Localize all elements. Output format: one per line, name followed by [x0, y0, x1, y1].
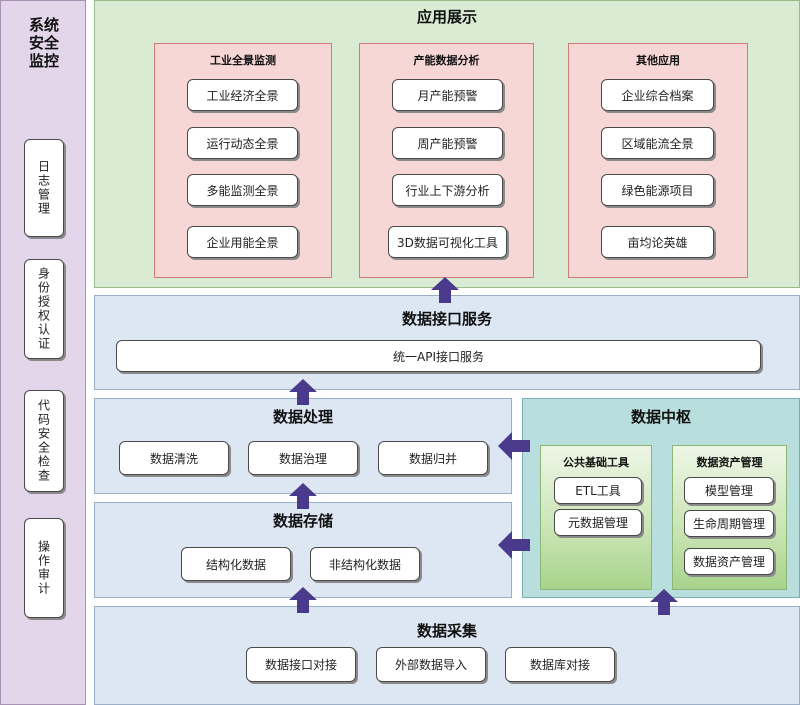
app-item-enterprise-archive[interactable]: 企业综合档案	[601, 79, 714, 111]
security-item-log[interactable]: 日志管理	[24, 139, 64, 237]
collection-layer-title: 数据采集	[416, 622, 477, 640]
hub-item-metadata[interactable]: 元数据管理	[554, 509, 642, 536]
security-item-label: 操作审计	[36, 540, 51, 596]
hub-item-asset-mgmt[interactable]: 数据资产管理	[684, 548, 774, 575]
hub-item-model-mgmt[interactable]: 模型管理	[684, 477, 774, 504]
storage-item-structured[interactable]: 结构化数据	[181, 547, 291, 581]
app-item-3d-visual[interactable]: 3D数据可视化工具	[388, 226, 507, 258]
collection-item-external-import[interactable]: 外部数据导入	[376, 647, 486, 682]
app-item-regional-flow[interactable]: 区域能流全景	[601, 127, 714, 159]
security-item-label: 身份授权认证	[36, 267, 51, 351]
security-title: 系统安全监控	[28, 16, 59, 70]
storage-item-unstructured[interactable]: 非结构化数据	[310, 547, 420, 581]
app-item-enterprise-energy[interactable]: 企业用能全景	[187, 226, 298, 258]
hub-title: 数据中枢	[630, 408, 691, 426]
security-item-auth[interactable]: 身份授权认证	[24, 259, 64, 359]
hub-group-title: 公共基础工具	[563, 456, 629, 469]
app-group-title: 产能数据分析	[413, 54, 480, 67]
app-item-green-energy[interactable]: 绿色能源项目	[601, 174, 714, 206]
hub-item-etl[interactable]: ETL工具	[554, 477, 642, 504]
security-item-label: 代码安全检查	[36, 399, 51, 483]
collection-item-interface[interactable]: 数据接口对接	[246, 647, 356, 682]
app-group-title: 工业全景监测	[210, 54, 276, 67]
processing-layer-title: 数据处理	[272, 408, 333, 426]
processing-item-cleaning[interactable]: 数据清洗	[119, 441, 229, 475]
arrow-left-icon	[498, 531, 530, 559]
app-item-weekly-warning[interactable]: 周产能预警	[392, 127, 503, 159]
collection-item-database[interactable]: 数据库对接	[505, 647, 615, 682]
hub-group-title: 数据资产管理	[696, 456, 763, 469]
app-item-operation-dynamics[interactable]: 运行动态全景	[187, 127, 298, 159]
hub-item-lifecycle[interactable]: 生命周期管理	[684, 510, 774, 537]
storage-layer-title: 数据存储	[272, 512, 333, 530]
processing-item-governance[interactable]: 数据治理	[248, 441, 358, 475]
arrow-up-icon	[650, 589, 678, 615]
arrow-left-icon	[498, 432, 530, 460]
api-layer-title: 数据接口服务	[401, 310, 492, 328]
arrow-up-icon	[431, 277, 459, 303]
app-item-monthly-warning[interactable]: 月产能预警	[392, 79, 503, 111]
arrow-up-icon	[289, 587, 317, 613]
app-item-mu-hero[interactable]: 亩均论英雄	[601, 226, 714, 258]
app-item-chain-analysis[interactable]: 行业上下游分析	[392, 174, 503, 206]
security-item-audit[interactable]: 操作审计	[24, 518, 64, 618]
security-item-code-check[interactable]: 代码安全检查	[24, 390, 64, 492]
security-item-label: 日志管理	[36, 160, 51, 216]
app-layer-title: 应用展示	[416, 8, 477, 26]
app-item-industry-economy[interactable]: 工业经济全景	[187, 79, 298, 111]
processing-item-merge[interactable]: 数据归并	[378, 441, 488, 475]
api-unified-service[interactable]: 统一API接口服务	[116, 340, 761, 372]
arrow-up-icon	[289, 483, 317, 509]
arrow-up-icon	[289, 379, 317, 405]
app-group-title: 其他应用	[636, 54, 680, 67]
app-item-multi-energy[interactable]: 多能监测全景	[187, 174, 298, 206]
